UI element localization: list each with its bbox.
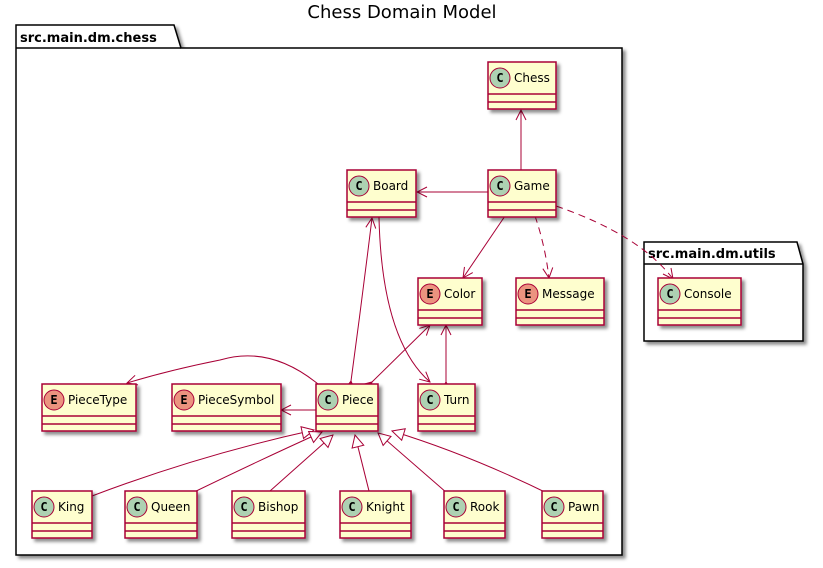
badge-letter: C <box>550 500 557 514</box>
class-name: Turn <box>443 393 469 407</box>
badge-letter: C <box>348 500 355 514</box>
class-name: Queen <box>151 500 190 514</box>
class-queen: C Queen <box>124 490 198 539</box>
class-badge-icon <box>659 283 681 305</box>
badge-letter: E <box>524 287 531 301</box>
enum-badge-icon <box>517 283 539 305</box>
edge-king-piece <box>91 430 314 497</box>
class-name: PieceType <box>68 393 127 407</box>
class-bishop: C Bishop <box>231 490 306 539</box>
badge-letter: C <box>496 71 503 85</box>
class-pawn: C Pawn <box>541 490 604 539</box>
edge-bishop-piece <box>269 435 333 492</box>
edge-rook-piece <box>378 433 448 494</box>
class-badge-icon <box>489 67 511 89</box>
class-name: King <box>58 500 84 514</box>
edge-pawn-piece <box>392 431 552 496</box>
class-name: Board <box>373 179 408 193</box>
edge-knight-piece <box>355 435 370 492</box>
relations <box>91 110 673 497</box>
class-color: E Color <box>417 277 483 326</box>
class-message: E Message <box>515 277 605 326</box>
edge-game-console <box>555 205 673 279</box>
class-turn: C Turn <box>417 383 476 432</box>
badge-letter: C <box>426 393 433 407</box>
class-name: Rook <box>470 500 499 514</box>
class-name: Knight <box>366 500 405 514</box>
class-badge-icon <box>317 389 339 411</box>
class-piecetype: E PieceType <box>41 383 137 432</box>
badge-letter: E <box>180 393 187 407</box>
class-console: C Console <box>657 277 742 326</box>
edge-game-color <box>463 216 505 278</box>
class-badge-icon <box>489 175 511 197</box>
edge-game-message <box>534 215 549 278</box>
edge-piece-color <box>372 325 430 382</box>
class-badge-icon <box>543 496 565 518</box>
class-name: Piece <box>342 393 374 407</box>
class-name: PieceSymbol <box>198 393 274 407</box>
class-chess: C Chess <box>487 61 557 110</box>
badge-letter: E <box>426 287 433 301</box>
class-game: C Game <box>487 169 557 218</box>
badge-letter: C <box>666 287 673 301</box>
package-utils-label: src.main.dm.utils <box>648 247 776 262</box>
badge-letter: C <box>452 500 459 514</box>
class-name: Pawn <box>568 500 599 514</box>
class-knight: C Knight <box>339 490 412 539</box>
diagram-title: Chess Domain Model <box>307 2 496 23</box>
class-name: Color <box>444 287 475 301</box>
class-badge-icon <box>348 175 370 197</box>
enum-badge-icon <box>43 389 65 411</box>
edge-piece-piecetype <box>127 355 318 384</box>
class-badge-icon <box>33 496 55 518</box>
badge-letter: C <box>496 179 503 193</box>
class-name: Console <box>684 287 732 301</box>
edge-board-piece <box>351 218 372 381</box>
badge-letter: C <box>324 393 331 407</box>
badge-letter: C <box>240 500 247 514</box>
badge-letter: E <box>50 393 57 407</box>
class-name: Game <box>514 179 550 193</box>
badge-letter: C <box>355 179 362 193</box>
badge-letter: C <box>133 500 140 514</box>
class-badge-icon <box>419 389 441 411</box>
class-badge-icon <box>126 496 148 518</box>
class-board: C Board <box>346 169 417 218</box>
enum-badge-icon <box>173 389 195 411</box>
package-chess-label: src.main.dm.chess <box>20 31 157 46</box>
class-badge-icon <box>341 496 363 518</box>
class-badge-icon <box>233 496 255 518</box>
class-name: Message <box>542 287 595 301</box>
class-name: Chess <box>514 71 550 85</box>
class-rook: C Rook <box>443 490 506 539</box>
badge-letter: C <box>40 500 47 514</box>
class-piecesymbol: E PieceSymbol <box>171 383 282 432</box>
class-badge-icon <box>445 496 467 518</box>
class-name: Bishop <box>258 500 298 514</box>
class-piece: C Piece <box>315 383 379 432</box>
class-king: C King <box>31 490 93 539</box>
enum-badge-icon <box>419 283 441 305</box>
edge-queen-piece <box>189 432 322 495</box>
